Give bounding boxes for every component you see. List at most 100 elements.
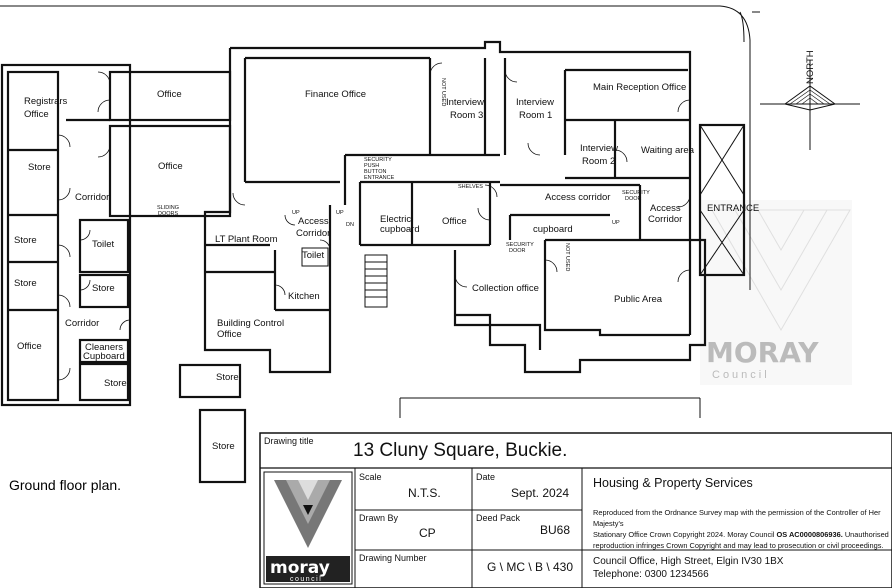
- access-corr-right-l2: Corridor: [648, 214, 682, 225]
- room-office-mid: Office: [158, 161, 183, 172]
- room-interview3-l1: Interview: [446, 97, 484, 108]
- room-registrars-l2: Office: [24, 109, 49, 120]
- north-label: NORTH: [805, 50, 816, 84]
- room-store-g: Store: [212, 441, 235, 452]
- date-value: Sept. 2024: [511, 486, 570, 500]
- electric-l1: Electric: [380, 214, 411, 225]
- watermark-logo: [700, 200, 852, 385]
- room-office-bl: Office: [17, 341, 42, 352]
- security-door1-l1: SECURITY: [622, 190, 650, 196]
- date-label: Date: [476, 472, 496, 482]
- dn-label: DN: [346, 222, 354, 228]
- department: Housing & Property Services: [593, 476, 753, 490]
- room-access-corridor: Access corridor: [545, 192, 610, 203]
- drawn-by-value: CP: [419, 526, 436, 540]
- security-door2-l1: SECURITY: [506, 242, 534, 248]
- room-finance: Finance Office: [305, 89, 366, 100]
- room-public-area: Public Area: [614, 294, 663, 305]
- plan-caption: Ground floor plan.: [9, 477, 121, 493]
- room-store-b: Store: [14, 235, 37, 246]
- security-push-l1: SECURITY: [364, 157, 392, 163]
- room-store-e: Store: [104, 378, 127, 389]
- up-label-1: UP: [292, 210, 300, 216]
- cleaners-l1: Cleaners: [85, 342, 123, 353]
- title-block-frame: [259, 432, 892, 588]
- moray-logo: [263, 471, 353, 585]
- building-control-l1: Building Control: [217, 318, 284, 329]
- copyright-line-2a: Stationary Office Crown Copyright 2024. …: [593, 530, 777, 539]
- drawing-title-label: Drawing title: [264, 436, 314, 446]
- not-used-1: NOT USED: [440, 78, 446, 106]
- drawn-by-label: Drawn By: [359, 513, 399, 523]
- copyright-line-2: Stationary Office Crown Copyright 2024. …: [593, 529, 889, 540]
- building-control-l2: Office: [217, 329, 242, 340]
- drawing-title: 13 Cluny Square, Buckie.: [353, 440, 568, 461]
- sliding-doors-l1: SLIDING: [157, 205, 179, 211]
- room-interview2-l1: Interview: [580, 143, 618, 154]
- scale-value: N.T.S.: [408, 486, 441, 500]
- up-label-2: UP: [336, 210, 344, 216]
- site-boundary: [0, 5, 751, 290]
- address: Council Office, High Street, Elgin IV30 …: [593, 556, 784, 567]
- entrance-label: ENTRANCE: [707, 203, 759, 214]
- left-wing-doors: [57, 71, 131, 381]
- security-push-l3: BUTTON: [364, 169, 387, 175]
- security-push-l4: ENTRANCE: [364, 175, 395, 181]
- drawing-number-label: Drawing Number: [359, 553, 427, 563]
- room-store-f: Store: [216, 372, 239, 383]
- telephone: Telephone: 0300 1234566: [593, 569, 709, 580]
- central-doors: [232, 62, 691, 296]
- copyright-os-number: OS AC0000806936.: [776, 530, 843, 539]
- copyright-line-1: Reproduced from the Ordnance Survey map …: [593, 508, 881, 528]
- room-store-c: Store: [14, 278, 37, 289]
- sliding-doors-l2: DOORS: [158, 211, 179, 217]
- room-collection: Collection office: [472, 283, 539, 294]
- room-store-a: Store: [28, 162, 51, 173]
- room-lt-plant: LT Plant Room: [215, 234, 278, 245]
- room-interview1-l2: Room 1: [519, 110, 552, 121]
- scale-label: Scale: [359, 472, 382, 482]
- watermark-sub: Council: [712, 369, 770, 381]
- left-wing-walls: [0, 63, 232, 407]
- room-office-top: Office: [157, 89, 182, 100]
- room-corridor-a: Corridor: [75, 192, 109, 203]
- logo-sub: council: [290, 576, 322, 583]
- room-toilet-a: Toilet: [92, 239, 115, 250]
- lower-stores-walls: [178, 363, 701, 484]
- access-corr-left-l1: Access: [298, 216, 329, 227]
- cleaners-l2: Cupboard: [83, 351, 125, 362]
- room-store-d: Store: [92, 283, 115, 294]
- security-door2-l2: DOOR: [509, 248, 526, 254]
- access-corr-right-l1: Access: [650, 203, 681, 214]
- room-main-reception: Main Reception Office: [593, 82, 686, 93]
- security-door1-l2: DOOR: [625, 196, 642, 202]
- not-used-2: NOT USED: [564, 243, 570, 271]
- copyright-block: Reproduced from the Ordnance Survey map …: [593, 507, 889, 551]
- room-corridor-b: Corridor: [65, 318, 99, 329]
- watermark-word: MORAY: [706, 336, 819, 369]
- north-arrow-icon: [760, 60, 860, 150]
- room-interview3-l2: Room 3: [450, 110, 483, 121]
- logo-word: moray: [270, 558, 330, 578]
- access-corr-left-l2: Corridor: [296, 228, 330, 239]
- drawing-number-value: G \ MC \ B \ 430: [487, 560, 574, 574]
- room-cupboard: cupboard: [533, 224, 573, 235]
- copyright-line-2b: Unauthorised: [842, 530, 889, 539]
- deed-pack-value: BU68: [540, 523, 571, 537]
- electric-l2: cupboard: [380, 224, 420, 235]
- room-interview1-l1: Interview: [516, 97, 554, 108]
- room-toilet-b: Toilet: [302, 250, 325, 261]
- security-push-l2: PUSH: [364, 163, 379, 169]
- staircase-icon: [364, 254, 388, 308]
- room-kitchen: Kitchen: [288, 291, 320, 302]
- copyright-line-3: reproduction infringes Crown Copyright a…: [593, 541, 884, 550]
- deed-pack-label: Deed Pack: [476, 513, 521, 523]
- room-office-centre: Office: [442, 216, 467, 227]
- room-waiting: Waiting area: [641, 145, 695, 156]
- room-interview2-l2: Room 2: [582, 156, 615, 167]
- up-label-3: UP: [612, 220, 620, 226]
- room-registrars-l1: Registrars: [24, 96, 68, 107]
- shelves-label: SHELVES: [458, 184, 483, 190]
